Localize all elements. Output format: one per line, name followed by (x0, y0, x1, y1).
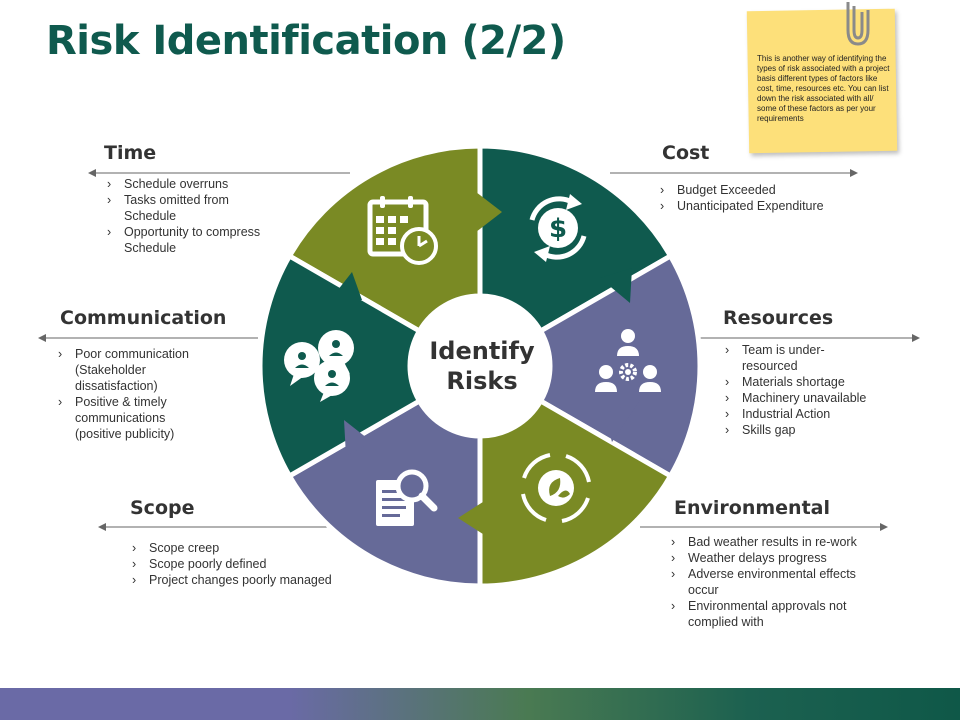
center-label-line2: Risks (446, 367, 517, 395)
dollar-cycle-icon: $ (529, 194, 587, 262)
footer-band (0, 688, 960, 720)
team-gear-icon (595, 329, 661, 392)
list-item: Scope creep (129, 540, 369, 556)
page-title: Risk Identification (2/2) (46, 18, 566, 64)
segment-time (286, 143, 483, 335)
list-item: Opportunity to compress Schedule (104, 224, 284, 256)
calendar-clock-icon (367, 196, 438, 265)
list-item: Industrial Action (722, 406, 912, 422)
list-item: Scope poorly defined (129, 556, 369, 572)
segment-environmental (477, 397, 674, 589)
leaf-cycle-icon (521, 453, 591, 523)
list-scope: Scope creep Scope poorly defined Project… (129, 540, 369, 588)
pointer-scope (344, 420, 372, 456)
list-item: Schedule overruns (104, 176, 284, 192)
list-cost: Budget Exceeded Unanticipated Expenditur… (657, 182, 857, 214)
heading-scope: Scope (130, 497, 195, 519)
list-communication: Poor communication (Stakeholder dissatis… (55, 346, 215, 442)
pointer-environmental (458, 500, 486, 536)
list-item: Materials shortage (722, 374, 912, 390)
heading-time: Time (104, 142, 157, 164)
list-item: Environmental approvals not complied wit… (668, 598, 878, 630)
list-item: Unanticipated Expenditure (657, 198, 857, 214)
segment-resources (537, 252, 703, 480)
pointer-communication (330, 272, 362, 300)
list-resources: Team is under-resourced Materials shorta… (722, 342, 912, 438)
list-item: Positive & timely communications (positi… (55, 394, 195, 442)
list-item: Skills gap (722, 422, 912, 438)
heading-cost: Cost (662, 142, 710, 164)
heading-resources: Resources (723, 307, 834, 329)
pointer-cost (600, 268, 632, 303)
svg-text:$: $ (549, 214, 567, 244)
document-search-icon (376, 469, 438, 526)
list-item: Budget Exceeded (657, 182, 857, 198)
chat-people-icon (284, 330, 354, 402)
pointer-resources (604, 400, 640, 442)
list-environmental: Bad weather results in re-work Weather d… (668, 534, 893, 630)
pointer-time (476, 192, 502, 232)
note-text: This is another way of identifying the t… (757, 54, 890, 123)
segment-cost (477, 143, 674, 335)
list-item: Project changes poorly managed (129, 572, 369, 588)
center-label-line1: Identify (429, 337, 535, 365)
list-item: Poor communication (Stakeholder dissatis… (55, 346, 200, 394)
heading-environmental: Environmental (674, 497, 830, 519)
heading-communication: Communication (60, 307, 227, 329)
list-item: Bad weather results in re-work (668, 534, 893, 550)
list-item: Adverse environmental effects occur (668, 566, 878, 598)
list-item: Machinery unavailable (722, 390, 912, 406)
list-item: Team is under-resourced (722, 342, 842, 374)
list-item: Tasks omitted from Schedule (104, 192, 244, 224)
paperclip-icon (846, 2, 870, 46)
list-item: Weather delays progress (668, 550, 893, 566)
list-time: Schedule overruns Tasks omitted from Sch… (104, 176, 284, 256)
